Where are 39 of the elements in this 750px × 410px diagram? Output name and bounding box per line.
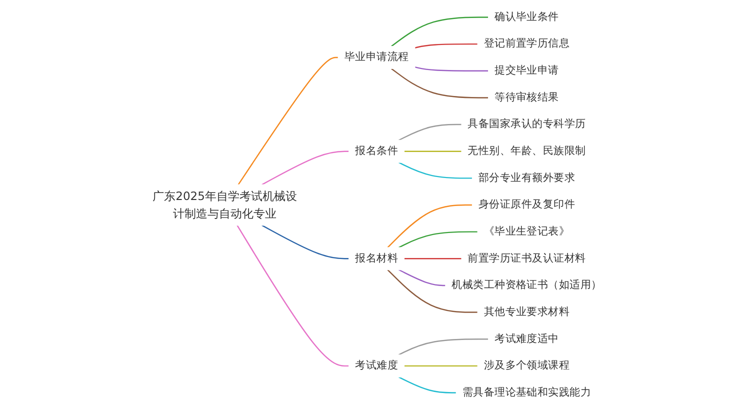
connector	[398, 269, 446, 286]
connector	[404, 258, 462, 260]
node-text: 身份证原件及复印件	[478, 198, 576, 211]
connector	[414, 43, 478, 48]
node-text: 涉及多个领域课程	[484, 359, 570, 372]
node-text: 等待审核结果	[494, 91, 559, 104]
node-text: 广东2025年自学考试机械设计制造与自动化专业	[152, 189, 297, 220]
node-text: 考试难度适中	[494, 332, 559, 345]
connector	[398, 338, 488, 356]
node-text: 需具备理论基础和实践能力	[462, 386, 592, 399]
connector	[238, 56, 338, 186]
connector	[404, 150, 462, 152]
connector	[398, 231, 478, 248]
node-text: 其他专业要求材料	[484, 306, 570, 318]
connector	[390, 68, 488, 98]
node-text: 提交毕业申请	[494, 64, 559, 77]
node-text: 考试难度	[355, 359, 398, 372]
connector	[387, 204, 472, 248]
connector	[414, 66, 488, 72]
connector	[262, 224, 349, 260]
connector	[398, 124, 462, 141]
connector	[262, 150, 349, 186]
node-text: 报名材料	[355, 252, 398, 264]
node-text: 《毕业生登记表》	[484, 225, 570, 238]
connector	[398, 376, 456, 394]
node-text: 毕业申请流程	[344, 50, 409, 64]
node-text: 机械类工种资格证书（如适用）	[452, 278, 602, 292]
connector	[236, 225, 349, 367]
connector	[387, 269, 478, 313]
node-text: 登记前置学历信息	[484, 38, 570, 50]
node-text: 报名条件	[355, 144, 398, 158]
connector	[398, 162, 472, 179]
node-text: 具备国家承认的专科学历	[468, 118, 586, 130]
node-text: 无性别、年龄、民族限制	[468, 144, 586, 158]
connector	[404, 365, 478, 367]
connector	[390, 16, 488, 47]
node-text: 前置学历证书及认证材料	[468, 252, 586, 264]
node-text: 部分专业有额外要求	[478, 172, 576, 184]
node-text: 确认毕业条件	[494, 10, 559, 23]
